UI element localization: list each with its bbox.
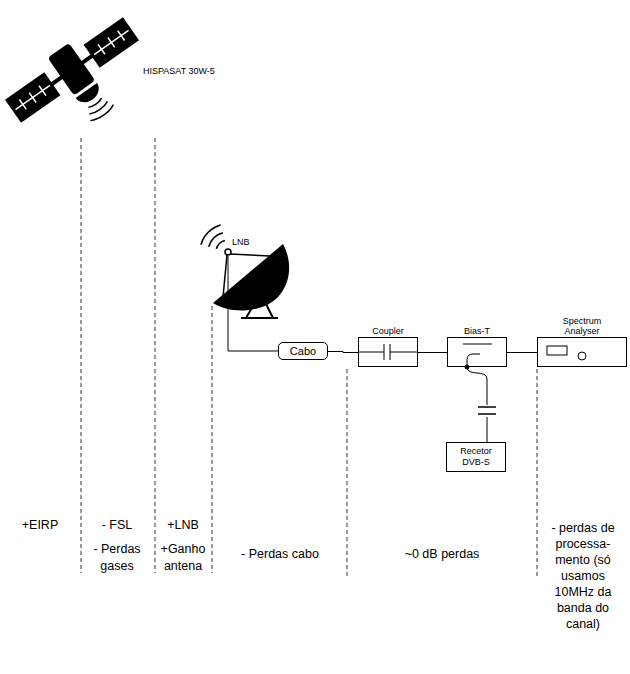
lnb-wire <box>228 256 278 351</box>
budget-term: ~0 dB perdas <box>362 546 522 563</box>
budget-term: +LNB <box>156 517 210 534</box>
coupler-capacitor-symbol <box>358 344 418 360</box>
component-label: Coupler <box>358 326 418 336</box>
cable-box: Cabo <box>278 342 328 360</box>
budget-term: +Ganho antena <box>156 541 210 575</box>
coupler-box: Coupler <box>358 337 418 367</box>
budget-term: - Perdas gases <box>87 541 147 575</box>
satellite-name: HISPASAT 30W-5 <box>143 66 233 77</box>
signal-wire <box>328 352 358 353</box>
box-label: Cabo <box>290 345 316 358</box>
dish-antenna <box>201 225 289 318</box>
budget-term: - FSL <box>87 517 147 534</box>
budget-term: +EIRP <box>10 517 70 534</box>
box-label: Recetor DVB-S <box>454 446 498 468</box>
satellite-icon <box>0 9 163 156</box>
spectrum-analyser-box: Spectrum Analyser <box>537 337 627 367</box>
signal-wire <box>418 352 447 353</box>
separator-lines <box>81 138 537 578</box>
bias-t-box: Bias-T <box>447 337 507 367</box>
component-label: Spectrum Analyser <box>557 316 607 336</box>
signal-wire <box>467 367 487 442</box>
budget-note: - perdas de processa-mento (só usamos 10… <box>547 520 619 632</box>
bias-t-symbol <box>463 344 492 369</box>
component-label: Bias-T <box>447 326 507 336</box>
analyser-screen-symbol <box>547 346 586 360</box>
lnb-label: LNB <box>232 237 262 248</box>
signal-wire <box>507 352 537 353</box>
budget-term: - Perdas cabo <box>220 546 340 563</box>
receiver-box: Recetor DVB-S <box>446 442 506 472</box>
